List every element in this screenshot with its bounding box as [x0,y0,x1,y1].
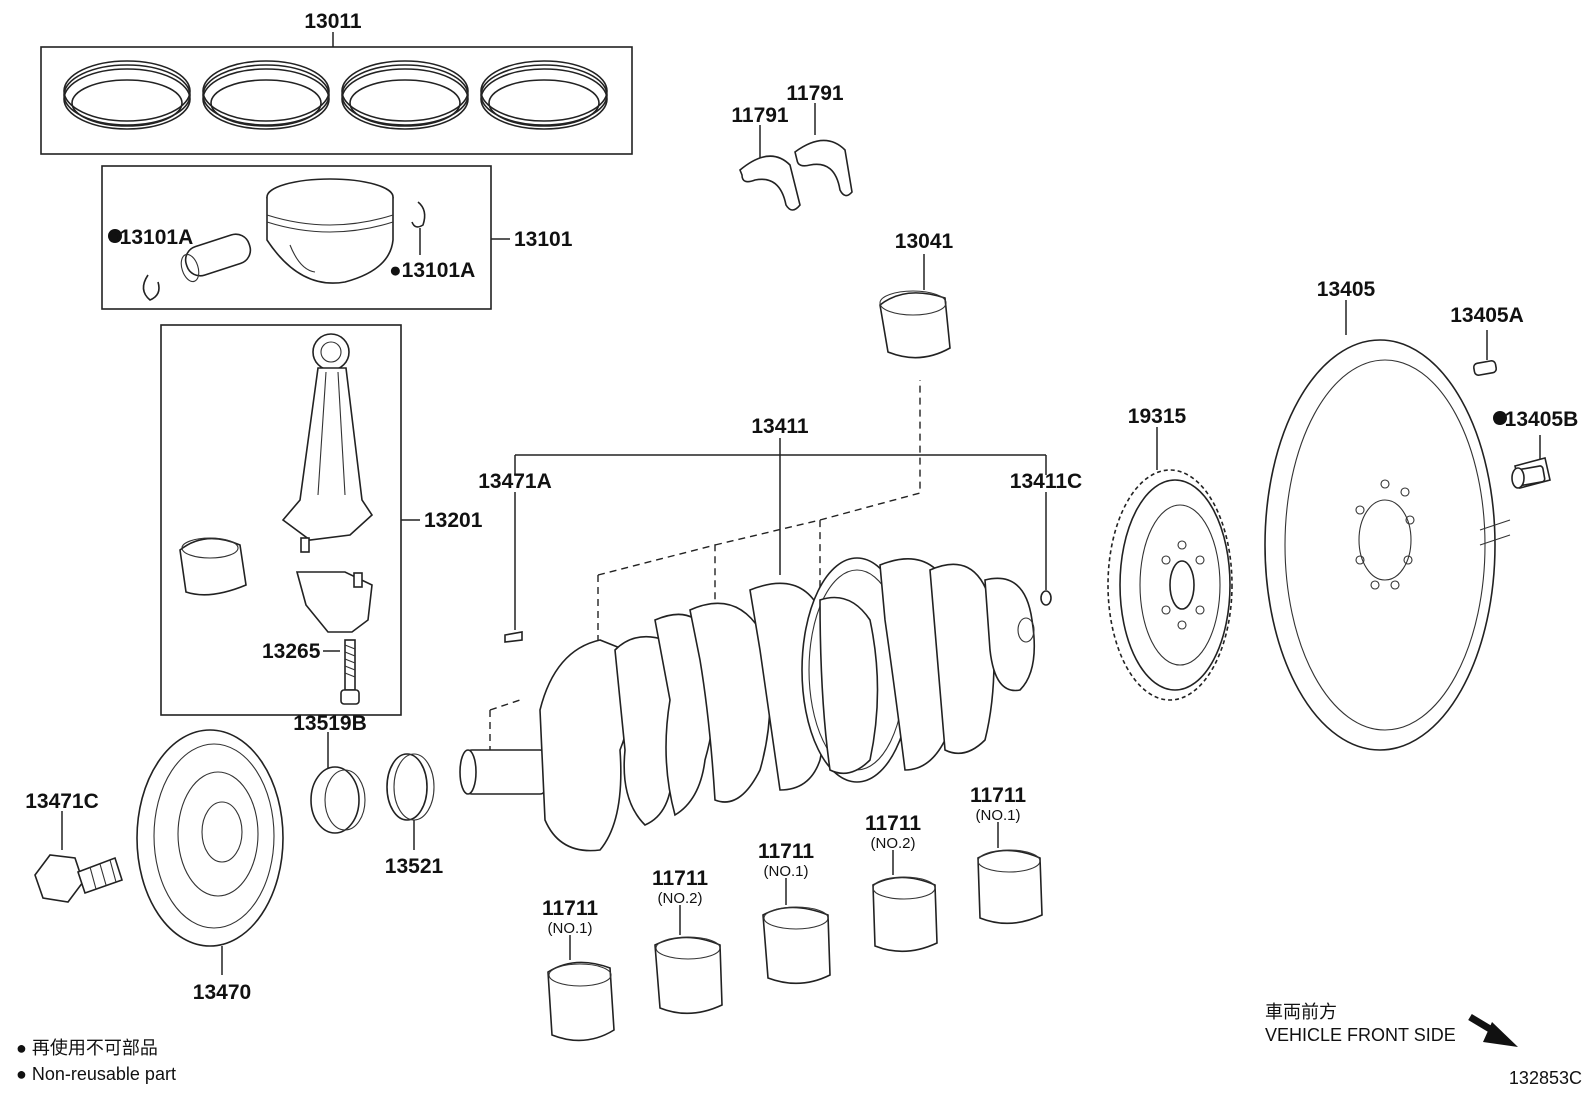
label-13101A-left: ●13101A [107,226,193,249]
figure-id: 132853C [1509,1068,1582,1088]
bearing-1-part: 11711 [542,897,598,920]
direction-jp: 車両前方 [1265,1002,1337,1022]
piston-ring-set [40,32,633,155]
label-13265: 13265 [262,640,321,663]
thrust-washers [739,103,853,211]
bearing-4-part: 11711 [865,812,921,835]
label-13101A-right: ●13101A [389,259,475,282]
label-13011: 13011 [304,10,362,33]
label-13471A: 13471A [478,470,552,493]
connecting-rod-assembly [160,324,420,716]
non-reusable-dot [1493,411,1507,425]
label-13405: 13405 [1317,278,1376,301]
legend-jp: ● 再使用不可部品 [16,1038,158,1058]
pulley-bolt [34,811,123,903]
label-13470: 13470 [193,981,251,1004]
label-13411: 13411 [751,415,809,438]
label-11791-a: 11791 [731,104,789,127]
direction-en: VEHICLE FRONT SIDE [1265,1025,1456,1045]
bearing-2-part: 11711 [652,867,708,890]
label-13041: 13041 [895,230,954,253]
label-13471C: 13471C [25,790,99,813]
label-13101: 13101 [514,228,573,251]
bearing-1-note: (NO.1) [548,920,593,937]
label-13519B: 13519B [293,712,367,735]
crank-sprocket-13519B [310,732,366,834]
crank-timing-gear-13521 [386,753,435,850]
flywheel [1264,300,1511,751]
label-13201: 13201 [424,509,483,532]
flywheel-bolt [1511,435,1551,489]
flywheel-pin [1472,330,1498,376]
label-13411C: 13411C [1010,470,1082,493]
label-11791-b: 11791 [786,82,844,105]
bearing-4-note: (NO.2) [871,835,916,852]
bearing-5-note: (NO.1) [976,807,1021,824]
connecting-rod-bearing [879,254,951,359]
piston-assembly [101,165,510,310]
bearing-3-part: 11711 [758,840,814,863]
bearing-2-note: (NO.2) [658,890,703,907]
crankshaft-pulley [136,729,284,975]
legend-en: ● Non-reusable part [16,1064,176,1084]
bearing-5-part: 11711 [970,784,1026,807]
non-reusable-dot [108,229,122,243]
crank-position-sensor-plate [1107,427,1233,701]
label-13405A: 13405A [1450,304,1524,327]
crankshaft [459,380,1052,852]
bearing-3-note: (NO.1) [764,863,809,880]
label-13405B: ●13405B [1492,408,1578,431]
front-direction-arrow-icon [1468,1013,1518,1047]
label-19315: 19315 [1128,405,1187,428]
main-bearings [547,822,1043,1042]
label-13521: 13521 [385,855,444,878]
